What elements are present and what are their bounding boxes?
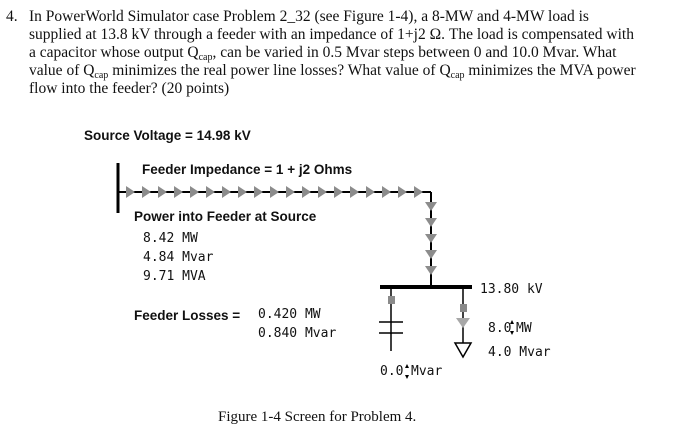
flow-arrow-down — [425, 218, 437, 227]
subscript-cap: cap — [450, 70, 465, 81]
flow-arrow-right — [158, 186, 167, 198]
flow-arrow-right — [366, 186, 375, 198]
flow-arrow-right — [350, 186, 359, 198]
flow-arrow-right — [190, 186, 199, 198]
problem-line-1: In PowerWorld Simulator case Problem 2_3… — [29, 8, 589, 25]
flow-arrow-right — [334, 186, 343, 198]
flow-arrow-right — [142, 186, 151, 198]
losses-mvar-value: 0.840 Mvar — [258, 326, 337, 341]
flow-arrow-right — [222, 186, 231, 198]
problem-line-4: value of Qcap minimizes the real power l… — [29, 62, 674, 81]
load-mw-unit: MW — [516, 321, 532, 336]
flow-arrow-right — [414, 186, 423, 198]
load-arrow-icon — [453, 342, 473, 359]
load-mvar-value: 4.0 Mvar — [488, 345, 551, 360]
capacitor-spinner-icon[interactable] — [405, 364, 409, 379]
problem-text: In PowerWorld Simulator case Problem 2_3… — [29, 8, 674, 98]
problem-line-3: a capacitor whose output Qcap, can be va… — [29, 44, 674, 63]
flow-arrow-right — [302, 186, 311, 198]
load-breaker[interactable] — [460, 304, 467, 312]
problem-line-2: supplied at 13.8 kV through a feeder wit… — [29, 26, 634, 43]
load-gray-arrow — [456, 318, 470, 328]
capacitor-mvar-value[interactable]: 0.0 — [380, 364, 404, 379]
source-mw-value: 8.42 MW — [143, 231, 198, 246]
flow-arrow-right — [382, 186, 391, 198]
feeder-impedance-label: Feeder Impedance = 1 + j2 Ohms — [142, 162, 353, 177]
text-segment: a capacitor whose output Q — [29, 44, 199, 61]
figure-caption: Figure 1-4 Screen for Problem 4. — [218, 409, 417, 425]
drop-flow-arrows — [425, 202, 437, 275]
text-segment: , can be varied in 0.5 Mvar steps betwee… — [212, 44, 617, 61]
flow-arrow-right — [238, 186, 247, 198]
flow-arrow-down — [425, 202, 437, 211]
text-segment: value of Q — [29, 62, 95, 79]
feeder-flow-arrows — [126, 186, 423, 198]
text-segment: minimizes the real power line losses? Wh… — [108, 62, 451, 79]
flow-arrow-down — [425, 250, 437, 259]
flow-arrow-right — [206, 186, 215, 198]
losses-mw-value: 0.420 MW — [258, 307, 321, 322]
flow-arrow-right — [318, 186, 327, 198]
load-mw-value[interactable]: 8.0 — [488, 321, 512, 336]
capacitor-mvar-unit: Mvar — [411, 364, 443, 379]
flow-arrow-down — [425, 266, 437, 275]
flow-arrow-right — [270, 186, 279, 198]
text-segment: minimizes the MVA power — [464, 62, 636, 79]
flow-arrow-right — [286, 186, 295, 198]
power-into-feeder-label: Power into Feeder at Source — [134, 209, 317, 224]
flow-arrow-down — [425, 234, 437, 243]
source-voltage-label: Source Voltage = 14.98 kV — [84, 128, 251, 143]
source-mvar-value: 4.84 Mvar — [143, 250, 214, 265]
subscript-cap: cap — [198, 52, 213, 63]
feeder-losses-label: Feeder Losses = — [134, 308, 241, 323]
problem-number: 4. — [6, 8, 18, 25]
source-mva-value: 9.71 MVA — [143, 269, 206, 284]
capacitor-breaker[interactable] — [388, 296, 395, 304]
flow-arrow-right — [126, 186, 135, 198]
load-mw-spinner-icon[interactable] — [510, 320, 514, 335]
subscript-cap: cap — [94, 70, 109, 81]
flow-arrow-right — [174, 186, 183, 198]
flow-arrow-right — [398, 186, 407, 198]
problem-line-5: flow into the feeder? (20 points) — [29, 80, 230, 97]
flow-arrow-right — [254, 186, 263, 198]
bus-voltage-value: 13.80 kV — [480, 282, 543, 297]
